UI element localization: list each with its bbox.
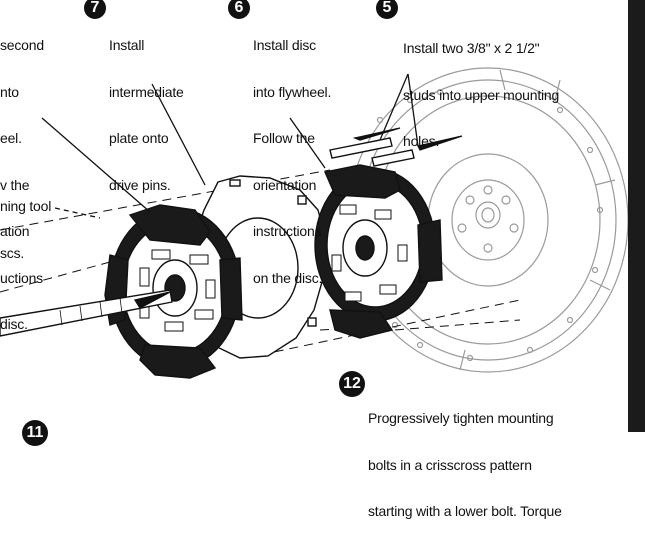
front-clutch-disc bbox=[314, 164, 443, 339]
step-7-line: drive pins. bbox=[109, 176, 171, 193]
step-6-line: Follow the bbox=[253, 130, 315, 146]
alignment-shaft bbox=[0, 289, 173, 337]
step-7-line: Install bbox=[109, 37, 145, 53]
tool-note-line: scs. bbox=[0, 244, 25, 261]
step-7-line: intermediate bbox=[109, 83, 184, 100]
step-6-line: Install disc bbox=[253, 37, 316, 53]
rear-clutch-disc bbox=[104, 204, 243, 379]
step-5-line: holes. bbox=[403, 133, 440, 149]
step-8-text: second nto eel. v the ation uctions disc… bbox=[0, 7, 44, 348]
step-7-line: plate onto bbox=[109, 130, 169, 146]
tool-note-line: ning tool bbox=[0, 198, 52, 214]
page-edge-bar bbox=[628, 0, 645, 432]
step-6-line: orientation bbox=[253, 176, 317, 193]
step-8-line: v the bbox=[0, 176, 30, 193]
step-8-line: ation bbox=[0, 223, 30, 239]
leader-lines bbox=[41, 73, 463, 309]
step-6-badge: 6 bbox=[228, 0, 250, 19]
step-6-text: Install disc into flywheel. Follow the o… bbox=[253, 7, 331, 302]
step-12-badge: 12 bbox=[339, 371, 365, 397]
step-5-badge: 5 bbox=[376, 0, 398, 19]
step-11-badge: 11 bbox=[22, 420, 48, 446]
step-7-badge: 7 bbox=[84, 0, 106, 19]
step-12-line: starting with a lower bolt. Torque bbox=[368, 503, 562, 519]
tool-note-text: ning tool scs. bbox=[0, 168, 51, 277]
step-8-line: disc. bbox=[0, 316, 28, 332]
step-12-line: bolts in a crisscross pattern bbox=[368, 456, 532, 473]
clutch-assembly-illustration bbox=[0, 67, 628, 379]
step-8-line: second bbox=[0, 37, 44, 53]
step-6-line: instructions bbox=[253, 223, 322, 239]
step-5-text: Install two 3/8" x 2 1/2" studs into upp… bbox=[403, 10, 559, 165]
step-8-line: eel. bbox=[0, 130, 22, 146]
step-12-text: Progressively tighten mounting bolts in … bbox=[368, 380, 562, 535]
step-5-line: Install two 3/8" x 2 1/2" bbox=[403, 40, 540, 56]
step-5-line: studs into upper mounting bbox=[403, 86, 560, 103]
mounting-studs bbox=[329, 137, 415, 167]
step-8-line: uctions bbox=[0, 269, 43, 286]
step-7-text: Install intermediate plate onto drive pi… bbox=[109, 7, 184, 209]
step-8-line: nto bbox=[0, 83, 19, 100]
step-6-line: into flywheel. bbox=[253, 83, 332, 100]
step-12-line: Progressively tighten mounting bbox=[368, 410, 554, 426]
step-6-line: on the disc. bbox=[253, 269, 323, 286]
